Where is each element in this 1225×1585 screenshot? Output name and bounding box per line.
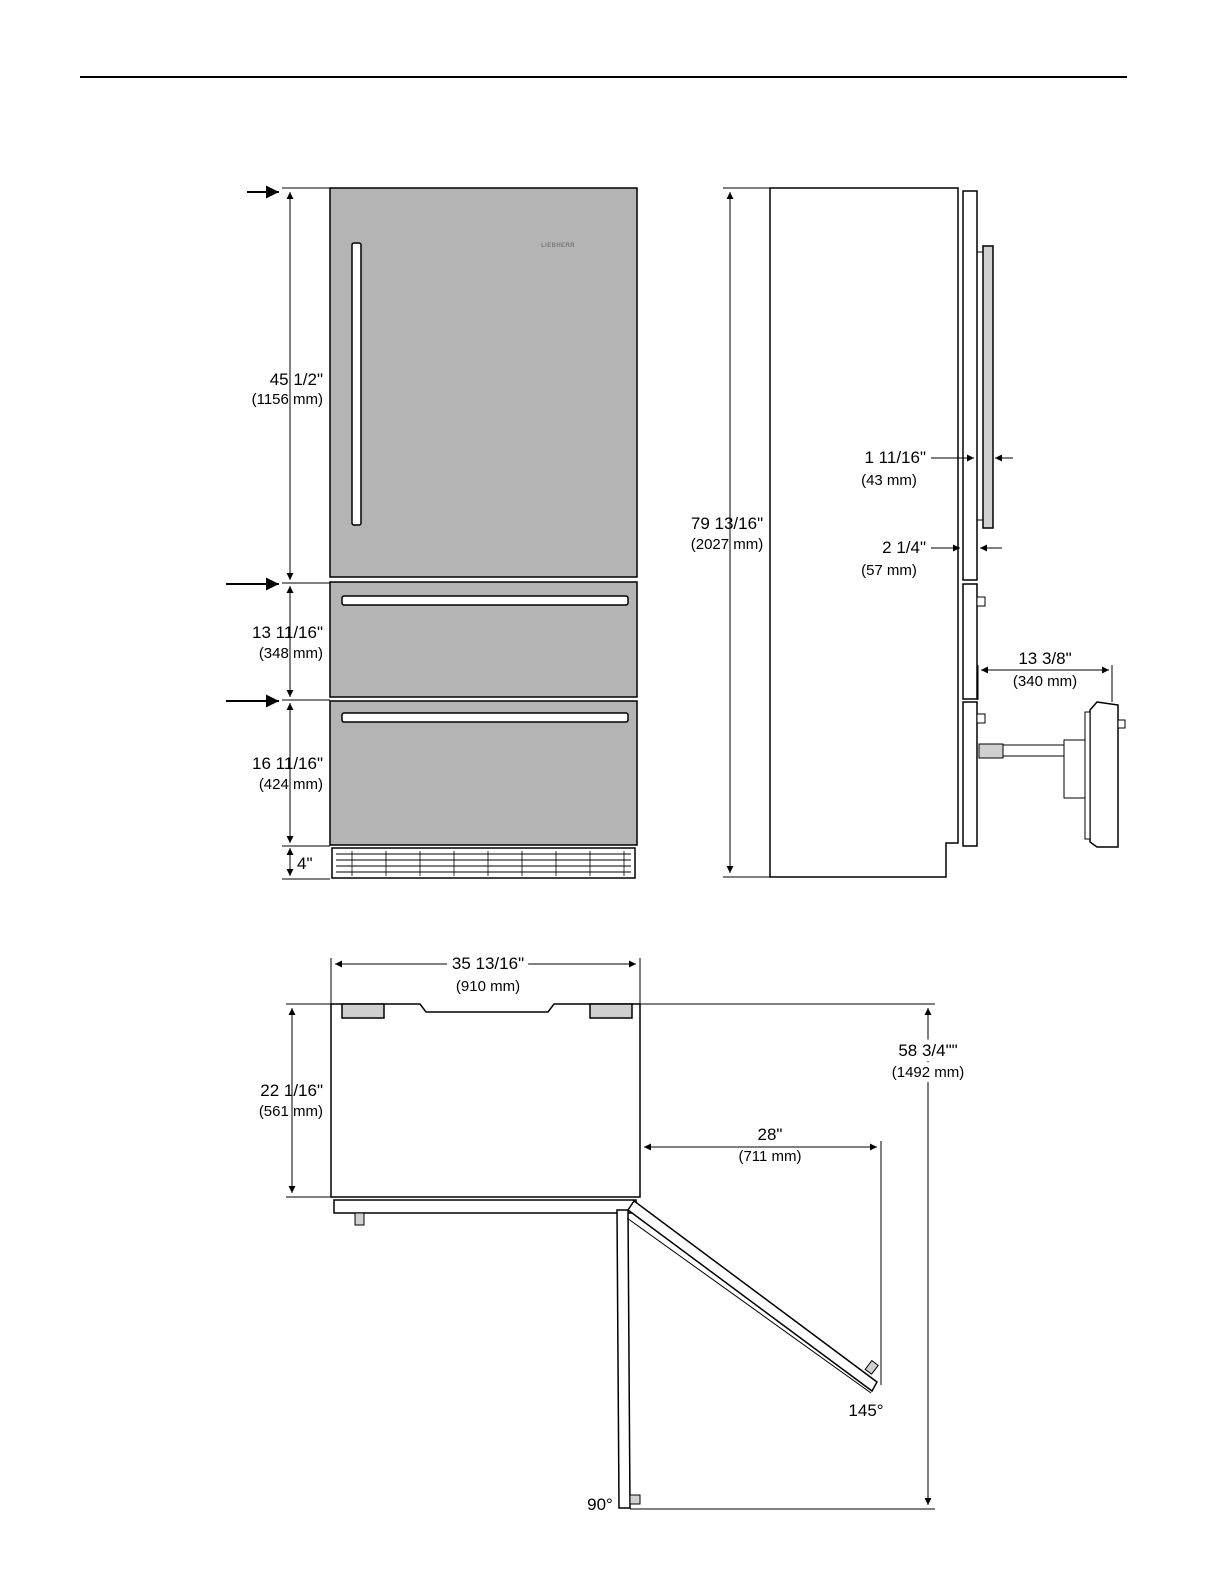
brand-logo: LIEBHERR (541, 243, 575, 249)
fridge-door-panel (330, 188, 637, 577)
extended-drawer-front (1090, 702, 1118, 847)
side-drawer1 (963, 584, 977, 699)
side-drawer1-knob (977, 597, 985, 606)
door-thickness-label: 2 1/4" (882, 538, 926, 557)
door-thickness-metric: (57 mm) (861, 562, 917, 579)
door-height-metric: (1156 mm) (252, 391, 323, 408)
closed-door-strip (334, 1200, 636, 1213)
width-metric: (910 mm) (456, 978, 520, 995)
closed-door-knob (355, 1213, 364, 1225)
drawer-extension-metric: (340 mm) (1013, 673, 1077, 690)
base-grille (332, 848, 635, 878)
total-depth-label: 58 3/4"" (898, 1041, 957, 1060)
total-height-metric: (2027 mm) (691, 536, 764, 553)
width-label: 35 13/16" (452, 954, 524, 973)
extended-drawer-bracket (1064, 740, 1086, 798)
drawer1-height-label: 13 11/16" (252, 623, 323, 642)
right-hinge (590, 1004, 632, 1018)
side-view: 79 13/16" (2027 mm) 1 11/16" (43 mm) 2 1… (691, 188, 1125, 877)
angle-145-label: 145° (848, 1401, 883, 1420)
depth-label: 22 1/16" (260, 1081, 323, 1100)
total-height-label: 79 13/16" (691, 514, 763, 533)
angle-90-label: 90° (587, 1495, 613, 1514)
handle-depth-metric: (43 mm) (861, 472, 917, 489)
front-view: LIEBHERR 45 1/2" (1156 mm) 13 11/16" (34… (226, 188, 637, 879)
left-hinge (342, 1004, 384, 1018)
clearance-label: 28" (758, 1125, 783, 1144)
cabinet-side (770, 188, 958, 877)
door-145-knob (865, 1361, 878, 1375)
handle-depth-label: 1 11/16" (865, 448, 927, 467)
side-door-handle (983, 246, 993, 528)
total-depth-metric: (1492 mm) (892, 1064, 965, 1081)
depth-metric: (561 mm) (259, 1103, 323, 1120)
drawer-extension-label: 13 3/8" (1018, 649, 1071, 668)
base-height-label: 4" (297, 854, 313, 873)
drawer2-height-metric: (424 mm) (259, 776, 323, 793)
cabinet-top (331, 1004, 640, 1197)
clearance-metric: (711 mm) (738, 1148, 801, 1165)
fridge-door-handle (352, 243, 361, 525)
upper-drawer-handle (342, 596, 628, 605)
door-height-label: 45 1/2" (270, 370, 323, 389)
door-open-90 (617, 1210, 630, 1508)
drawer1-height-metric: (348 mm) (259, 645, 323, 662)
door-90-knob (630, 1495, 640, 1504)
extended-drawer-knob (1118, 720, 1125, 728)
top-view: 35 13/16" (910 mm) 22 1/16" (561 mm) 58 … (259, 954, 964, 1514)
side-drawer2 (963, 702, 977, 846)
side-fridge-door (963, 191, 977, 580)
drawer2-height-label: 16 11/16" (252, 754, 323, 773)
lower-drawer-handle (342, 713, 628, 722)
side-drawer2-knob (977, 714, 985, 723)
door-open-145 (628, 1201, 877, 1391)
